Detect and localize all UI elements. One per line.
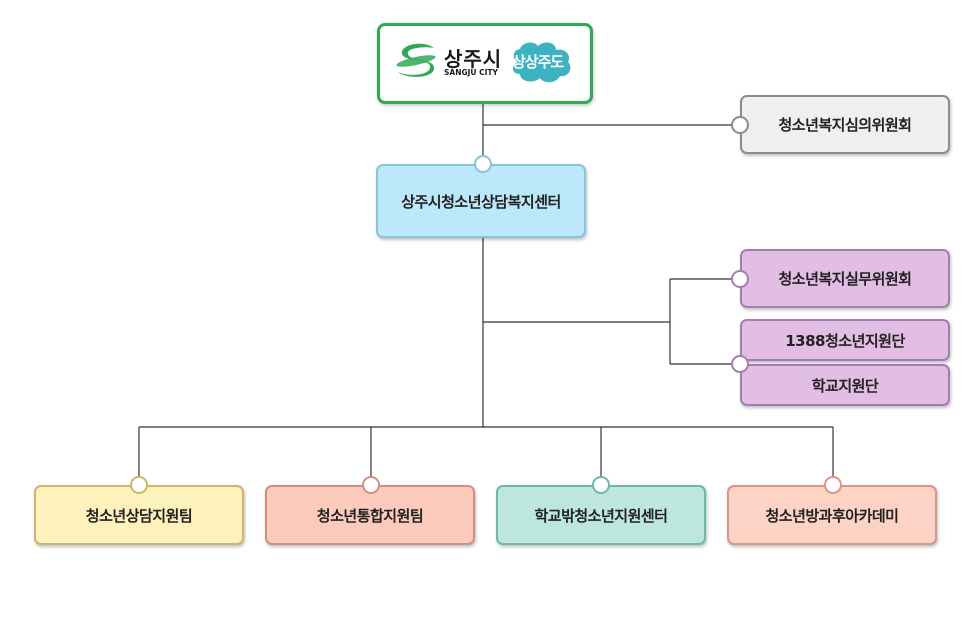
node-label: 청소년복지실무위원회 xyxy=(778,270,912,288)
connector-dot xyxy=(362,476,380,494)
connector-dot xyxy=(474,155,492,173)
node-after-school-academy: 청소년방과후아카데미 xyxy=(727,485,937,545)
connector-dot xyxy=(130,476,148,494)
node-label: 청소년통합지원팀 xyxy=(316,506,424,525)
connector-dot xyxy=(592,476,610,494)
node-label: 청소년복지심의위원회 xyxy=(778,116,912,134)
node-practical-committee: 청소년복지실무위원회 xyxy=(740,249,950,308)
sangju-s-logo-icon xyxy=(396,43,436,77)
connector-dot xyxy=(731,270,749,288)
node-label: 1388청소년지원단 xyxy=(785,331,905,350)
node-label: 학교밖청소년지원센터 xyxy=(534,506,668,525)
connector-dot xyxy=(731,355,749,373)
logo-slogan: 상상주도 xyxy=(512,53,564,71)
node-label: 학교지원단 xyxy=(811,376,879,395)
node-counseling-support-team: 청소년상담지원팀 xyxy=(34,485,244,545)
connector-dot xyxy=(731,116,749,134)
node-out-of-school-youth-center: 학교밖청소년지원센터 xyxy=(496,485,706,545)
node-counseling-welfare-center: 상주시청소년상담복지센터 xyxy=(376,164,586,238)
sangju-logo-box: 상주시 SANGJU CITY 상상주도 xyxy=(377,23,593,104)
node-integrated-support-team: 청소년통합지원팀 xyxy=(265,485,475,545)
node-1388-support-group: 1388청소년지원단 xyxy=(740,319,950,361)
node-school-support-group: 학교지원단 xyxy=(740,364,950,406)
node-welfare-deliberation-committee: 청소년복지심의위원회 xyxy=(740,95,950,154)
slogan-bubble-icon xyxy=(512,42,571,83)
logo-name: 상주시 xyxy=(444,47,503,71)
node-label: 청소년방과후아카데미 xyxy=(765,506,899,525)
logo-name-en: SANGJU CITY xyxy=(444,68,498,77)
node-label: 청소년상담지원팀 xyxy=(85,506,193,525)
connector-dot xyxy=(824,476,842,494)
node-label: 상주시청소년상담복지센터 xyxy=(401,192,561,211)
